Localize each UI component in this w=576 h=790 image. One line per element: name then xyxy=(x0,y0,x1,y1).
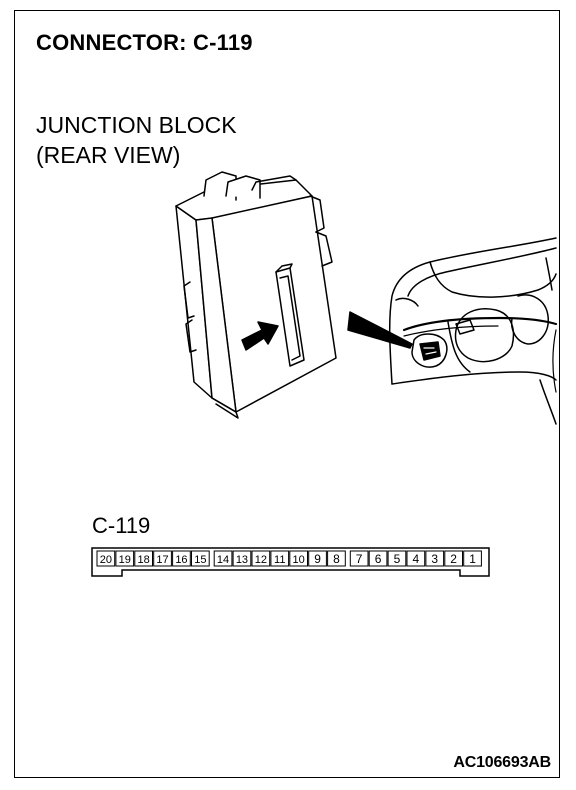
pin-cell-16 xyxy=(172,550,191,567)
pin-number-20: 20 xyxy=(100,554,112,566)
vehicle-panel-sketch xyxy=(388,237,558,425)
pin-number-18: 18 xyxy=(138,554,150,566)
pin-number-14: 14 xyxy=(217,554,229,566)
pin-cell-14 xyxy=(213,550,233,567)
pin-cell-3 xyxy=(425,550,445,567)
diagram-frame xyxy=(14,10,560,778)
pin-number-15: 15 xyxy=(194,554,206,566)
connector-label: C-119 xyxy=(92,513,151,538)
pin-cell-12 xyxy=(251,550,271,567)
pin-cell-20 xyxy=(96,550,116,567)
pin-cell-6 xyxy=(368,550,388,567)
pin-number-16: 16 xyxy=(175,554,187,566)
pin-number-9: 9 xyxy=(314,552,321,566)
pin-cell-13 xyxy=(232,550,252,567)
view-direction-wedge xyxy=(347,311,413,349)
pin-number-4: 4 xyxy=(413,552,420,566)
pin-number-2: 2 xyxy=(450,552,457,566)
pin-cell-17 xyxy=(153,550,172,567)
component-caption: JUNCTION BLOCK (REAR VIEW) xyxy=(36,110,237,170)
pin-cell-5 xyxy=(387,550,407,567)
pin-number-6: 6 xyxy=(375,552,382,566)
pin-cell-11 xyxy=(270,550,290,567)
pin-number-3: 3 xyxy=(431,552,438,566)
pin-number-19: 19 xyxy=(119,554,131,566)
pin-cell-10 xyxy=(289,550,308,567)
pin-cell-15 xyxy=(191,550,210,567)
pin-number-12: 12 xyxy=(255,554,267,566)
pin-number-8: 8 xyxy=(333,552,340,566)
pin-cell-19 xyxy=(115,550,135,567)
component-name: JUNCTION BLOCK xyxy=(36,112,237,138)
pin-number-13: 13 xyxy=(236,554,248,566)
junction-block-body xyxy=(175,171,337,419)
pin-number-11: 11 xyxy=(274,554,285,566)
pin-cell-4 xyxy=(406,550,426,567)
pin-number-7: 7 xyxy=(356,552,363,566)
pin-number-10: 10 xyxy=(293,554,305,566)
pin-cell-2 xyxy=(444,550,463,567)
pin-cell-1 xyxy=(463,550,482,567)
pin-cell-7 xyxy=(349,550,369,567)
pointer-arrow xyxy=(241,321,279,351)
figure-code: AC106693AB xyxy=(453,754,551,771)
pin-number-1: 1 xyxy=(469,552,476,566)
component-view: (REAR VIEW) xyxy=(36,142,181,168)
pin-cell-8 xyxy=(327,550,346,567)
pin-number-5: 5 xyxy=(394,552,401,566)
pin-cell-18 xyxy=(134,550,154,567)
pin-cell-9 xyxy=(308,550,327,567)
connector-title: CONNECTOR: C-119 xyxy=(36,30,253,55)
pin-number-17: 17 xyxy=(156,554,168,566)
